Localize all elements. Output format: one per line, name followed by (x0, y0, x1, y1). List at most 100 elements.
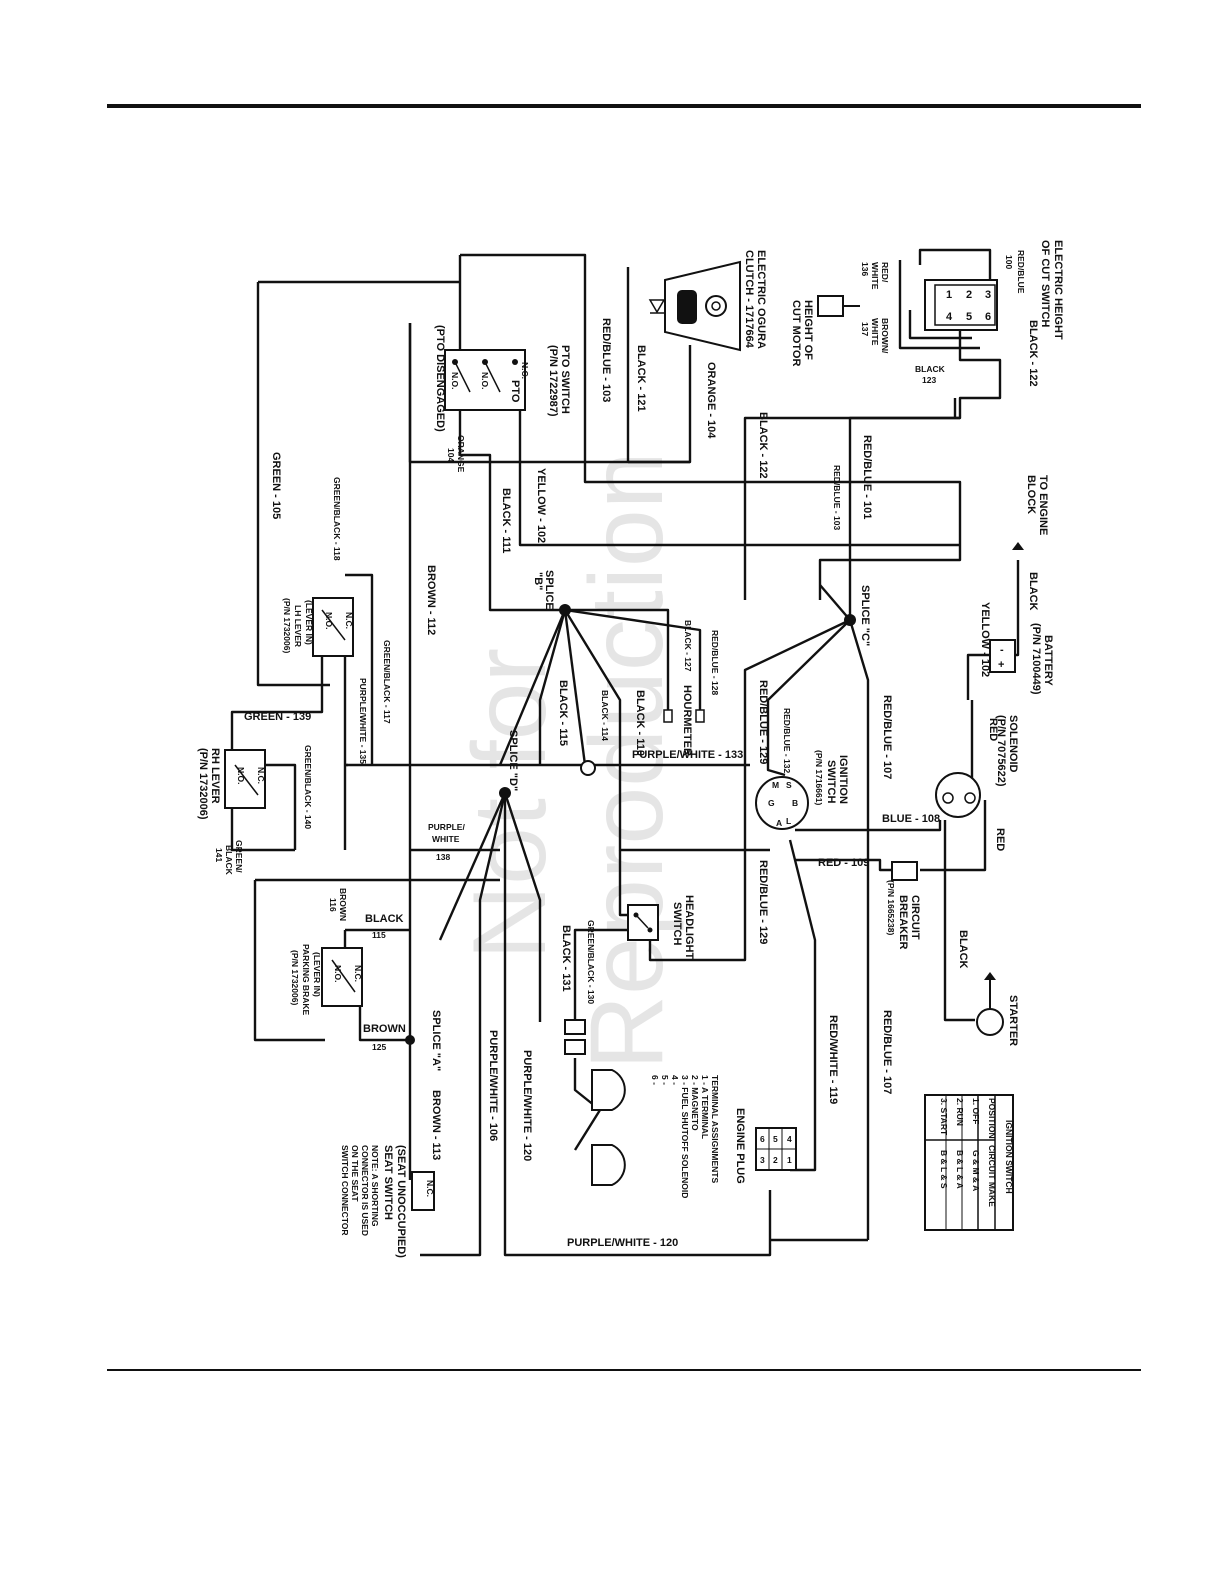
pto-no2: N.O. (480, 372, 490, 389)
lbl-purple-white-133: PURPLE/WHITE - 133 (632, 749, 743, 761)
wire-black-122 (743, 320, 1002, 600)
wire-brown-white-137 (908, 310, 972, 340)
lbl-red-blue-129b: RED/BLUE - 129 (757, 860, 769, 944)
lbl-red-blue-103: RED/BLUE - 103 (600, 318, 612, 402)
ign-table-r1c1: 1. OFF (971, 1098, 981, 1124)
lbl-136: 136 (860, 262, 870, 276)
ign-g: G (768, 798, 775, 808)
lbl-purple-white-135: PURPLE/WHITE - 135 (358, 678, 368, 764)
splice-b-dot (559, 604, 571, 616)
battery-label2: (P/N 7100449) (1030, 623, 1042, 695)
height-of-cut-switch: 3 6 2 5 1 4 ELECTRIC HEIGHT OF CUT SWITC… (924, 240, 1064, 340)
ignition-table: IGNITION SWITCH POSITION CIRCUIT MAKE 1.… (924, 1094, 1014, 1231)
cut-motor-label2: CUT MOTOR (790, 300, 802, 366)
wire-red-109 (795, 858, 892, 872)
splice-a-dot (405, 1035, 415, 1045)
lbl-black-batt: BLACK (1027, 572, 1039, 611)
lbl-brown-116: BROWN (338, 888, 348, 921)
lbl-brown-white-137b: WHITE (870, 318, 880, 346)
lh-label1: (LEVER IN) (304, 600, 314, 645)
lbl-red-sol: RED (987, 718, 999, 741)
plug-item-6: 6 - (650, 1075, 660, 1085)
plug-item-3: 3 - FUEL SHUTOFF SOLENOID (680, 1075, 690, 1198)
lbl-100: 100 (1004, 255, 1014, 269)
ign-l: L (786, 816, 791, 826)
ign-b: B (792, 798, 798, 808)
wire-red-blue-103c (819, 584, 851, 621)
wire-green-black-140 (265, 763, 297, 850)
seat-nc: N.C. (425, 1180, 435, 1197)
pto-no1: N.O. (450, 372, 460, 389)
lbl-red-blue-103b: RED/BLUE - 103 (832, 465, 842, 530)
rh-label1: RH LEVER (209, 748, 221, 804)
splice-a-label: SPLICE "A" (430, 1010, 442, 1071)
ign-s: S (786, 780, 792, 790)
plug-pin-5: 5 (773, 1134, 778, 1144)
hourmeter: HOURMETER (663, 685, 705, 756)
lbl-137: 137 (860, 322, 870, 336)
engine-block-label1: TO ENGINE (1037, 475, 1049, 535)
lbl-red-white-119: RED/WHITE - 119 (827, 1015, 839, 1104)
lbl-red-blue-107b: RED/BLUE - 107 (881, 1010, 893, 1094)
battery-label1: BATTERY (1042, 635, 1054, 686)
pb-label3: (P/N 1732006) (290, 950, 300, 1005)
lbl-red-white-136b: WHITE (870, 262, 880, 290)
engine-plug: 4 1 5 2 6 3 ENGINE PLUG TERMINAL ASSIGNM… (650, 1075, 797, 1198)
seat-label4: CONNECTOR IS USED (360, 1145, 370, 1236)
rh-no: N.O. (236, 767, 246, 784)
wires (230, 248, 1020, 1257)
seat-label5: ON THE SEAT (350, 1145, 360, 1202)
lbl-red-sol2: RED (994, 828, 1006, 851)
wire-black-110 (563, 609, 770, 852)
lbl-black-127: BLACK - 127 (683, 620, 693, 672)
solenoid: SOLENOID (P/N 7075622) (935, 715, 1019, 818)
solenoid-label2: (P/N 7075622) (995, 715, 1007, 787)
circuit-breaker: CIRCUIT BREAKER (P/N 1665238) (886, 861, 921, 949)
lbl-yellow-102b: YELLOW - 102 (979, 602, 991, 677)
lbl-red-white-136: RED/ (880, 262, 890, 283)
lbl-purple-white-120: PURPLE/WHITE - 120 (521, 1050, 533, 1161)
wire-blue-108 (795, 820, 942, 832)
wire-green-black-141 (230, 800, 295, 852)
wire-black-115b (498, 609, 567, 766)
engine-block-label2: BLOCK (1025, 475, 1037, 514)
lbl-black-123: BLACK (915, 364, 946, 374)
wire-yellow-102 (518, 360, 960, 547)
plug-pin-6: 6 (760, 1134, 765, 1144)
pto-label3: (PTO DISENGAGED) (434, 325, 446, 432)
wire-red-blue-129 (743, 618, 851, 860)
seat-label6: SWITCH CONNECTOR (340, 1145, 350, 1236)
hoc-pin-6: 6 (985, 311, 991, 323)
ign-table-r1c2: G & M & A (971, 1150, 981, 1191)
lbl-orange-104b: ORANGE (456, 435, 466, 473)
wire-red-blue-107 (848, 619, 870, 1240)
battery-plus: + (998, 659, 1004, 671)
plug-title: ENGINE PLUG (734, 1108, 746, 1184)
ign-table-r2c2: B & L & A (955, 1150, 965, 1189)
lbl-green-black-141b: BLACK (224, 845, 234, 876)
lbl-black-122b: BLACK - 122 (757, 412, 769, 479)
lbl-138: 138 (436, 852, 450, 862)
plug-pin-3: 3 (760, 1155, 765, 1165)
rh-nc: N.C. (256, 767, 266, 784)
plug-item-2: 2 - MAGNETO (690, 1075, 700, 1131)
hoc-label1: ELECTRIC HEIGHT (1052, 240, 1064, 340)
hoc-pin-2: 2 (966, 289, 972, 301)
plug-pin-1: 1 (787, 1155, 792, 1165)
lbl-brown-white-137: BROWN/ (880, 318, 890, 354)
parking-brake-switch: N.C. N.O. (LEVER IN) PARKING BRAKE (P/N … (290, 944, 363, 1015)
plug-pin-4: 4 (787, 1134, 792, 1144)
rh-lever-switch: N.C. N.O. RH LEVER (P/N 1732006) (197, 748, 266, 820)
plug-heading: TERMINAL ASSIGNMENTS (710, 1075, 720, 1183)
lbl-black-121: BLACK - 121 (635, 345, 647, 412)
splice-d-label: SPLICE "D" (507, 730, 519, 791)
cb-label2: BREAKER (897, 895, 909, 949)
lh-nc: N.C. (344, 612, 354, 629)
cb-label3: (P/N 1665238) (886, 880, 896, 935)
solenoid-label1: SOLENOID (1007, 715, 1019, 773)
wire-red-blue-103 (460, 253, 962, 600)
lbl-red-blue-128: RED/BLUE - 128 (710, 630, 720, 695)
lbl-black-114: BLACK - 114 (600, 690, 610, 741)
seat-label3: NOTE: A SHORTING (370, 1145, 380, 1227)
